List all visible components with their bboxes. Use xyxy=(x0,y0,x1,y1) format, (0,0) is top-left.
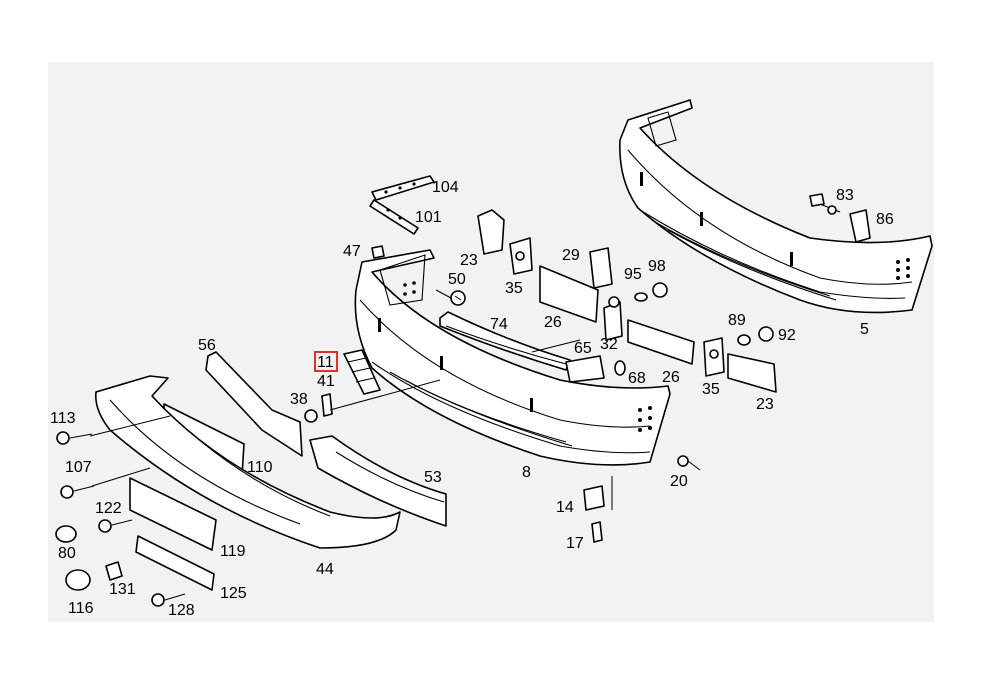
clip-17[interactable] xyxy=(591,521,603,543)
callout-101[interactable]: 101 xyxy=(415,209,442,226)
bracket-65[interactable] xyxy=(565,355,605,383)
nut-95[interactable] xyxy=(634,292,648,302)
cap-116[interactable] xyxy=(65,569,91,591)
callout-53[interactable]: 53 xyxy=(424,469,442,486)
screw-128[interactable] xyxy=(151,593,186,607)
callout-89[interactable]: 89 xyxy=(728,312,746,329)
callout-86[interactable]: 86 xyxy=(876,211,894,228)
highlight-box xyxy=(314,351,338,372)
callout-128[interactable]: 128 xyxy=(168,602,195,619)
callout-83[interactable]: 83 xyxy=(836,187,854,204)
bracket-86[interactable] xyxy=(849,209,871,243)
callout-26[interactable]: 26 xyxy=(544,314,562,331)
bolt-20[interactable] xyxy=(677,455,701,471)
grille-insert-11[interactable] xyxy=(343,349,381,395)
lower-spoiler-44[interactable] xyxy=(94,375,401,549)
mount-35-bottom[interactable] xyxy=(703,337,725,377)
callout-119[interactable]: 119 xyxy=(220,543,246,560)
trim-strip-53[interactable] xyxy=(309,435,447,527)
impact-absorber-26-top[interactable] xyxy=(539,265,599,323)
callout-92[interactable]: 92 xyxy=(778,327,796,344)
screw-50[interactable] xyxy=(435,289,466,306)
callout-5[interactable]: 5 xyxy=(860,321,869,338)
callout-20[interactable]: 20 xyxy=(670,473,688,490)
callout-68[interactable]: 68 xyxy=(628,370,646,387)
callout-125[interactable]: 125 xyxy=(220,585,247,602)
callout-116[interactable]: 116 xyxy=(68,600,94,617)
callout-47[interactable]: 47 xyxy=(343,243,361,260)
callout-35[interactable]: 35 xyxy=(505,280,523,297)
bolt-83[interactable] xyxy=(809,193,841,215)
spoiler-56[interactable] xyxy=(205,351,303,457)
bracket-119[interactable] xyxy=(129,477,217,551)
callout-17[interactable]: 17 xyxy=(566,535,584,552)
clip-47[interactable] xyxy=(371,245,385,259)
callout-29[interactable]: 29 xyxy=(562,247,580,264)
callout-labels: 104 101 47 23 50 35 29 95 98 83 86 74 26… xyxy=(50,179,894,619)
front-bumper[interactable] xyxy=(354,249,671,466)
callout-113[interactable]: 113 xyxy=(50,410,76,427)
clip-80[interactable] xyxy=(55,525,77,543)
trim-strip-101[interactable] xyxy=(369,199,419,235)
nut-92[interactable] xyxy=(758,326,774,342)
callout-8[interactable]: 8 xyxy=(522,464,531,481)
trim-strip-104[interactable] xyxy=(371,175,435,201)
callout-74[interactable]: 74 xyxy=(490,316,508,333)
callout-104[interactable]: 104 xyxy=(432,179,459,196)
callout-95[interactable]: 95 xyxy=(624,266,642,283)
callout-110[interactable]: 110 xyxy=(247,459,273,476)
callout-32[interactable]: 32 xyxy=(600,336,618,353)
callout-65[interactable]: 65 xyxy=(574,340,592,357)
impact-absorber-26-bottom[interactable] xyxy=(627,319,695,365)
rear-bumper[interactable] xyxy=(619,99,933,314)
clip-131[interactable] xyxy=(105,561,123,581)
bracket-23-top[interactable] xyxy=(477,209,505,255)
callout-44[interactable]: 44 xyxy=(316,561,334,578)
screw-113[interactable] xyxy=(56,431,93,445)
callout-38[interactable]: 38 xyxy=(290,391,308,408)
callout-56[interactable]: 56 xyxy=(198,337,216,354)
callout-122[interactable]: 122 xyxy=(95,500,122,517)
washer-89[interactable] xyxy=(737,334,751,346)
mount-32[interactable] xyxy=(603,296,623,341)
callout-131[interactable]: 131 xyxy=(109,581,136,598)
bracket-29[interactable] xyxy=(589,247,613,289)
callout-14[interactable]: 14 xyxy=(556,499,574,516)
callout-80[interactable]: 80 xyxy=(58,545,76,562)
callout-107[interactable]: 107 xyxy=(65,459,92,476)
screw-38[interactable] xyxy=(304,409,318,423)
nut-98[interactable] xyxy=(652,282,668,298)
callout-23[interactable]: 23 xyxy=(460,252,478,269)
clip-41[interactable] xyxy=(321,393,333,417)
callout-41[interactable]: 41 xyxy=(317,373,335,390)
callout-50[interactable]: 50 xyxy=(448,271,466,288)
callout-11[interactable]: 11 xyxy=(317,354,334,371)
callout-98[interactable]: 98 xyxy=(648,258,666,275)
washer-68[interactable] xyxy=(614,360,626,376)
bracket-23-bottom[interactable] xyxy=(727,353,777,393)
strip-125[interactable] xyxy=(135,535,215,591)
callout-23-lower[interactable]: 23 xyxy=(756,396,774,413)
screw-107[interactable] xyxy=(60,485,95,499)
mount-14[interactable] xyxy=(583,485,605,511)
callout-26-lower[interactable]: 26 xyxy=(662,369,680,386)
screw-122[interactable] xyxy=(98,519,133,533)
mount-35-top[interactable] xyxy=(509,237,533,275)
callout-35-lower[interactable]: 35 xyxy=(702,381,720,398)
